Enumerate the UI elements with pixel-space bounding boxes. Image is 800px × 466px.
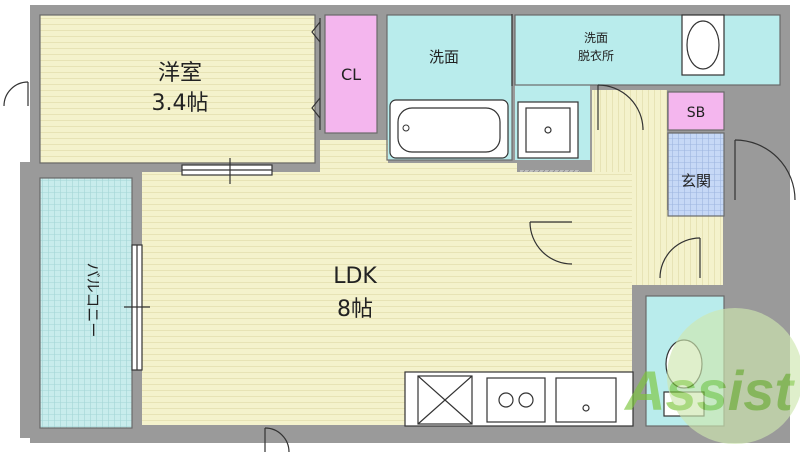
ldk-right-floor bbox=[512, 212, 592, 302]
closet-label: CL bbox=[341, 65, 361, 84]
dressing-label-line1: 洗面 bbox=[584, 31, 608, 45]
watermark-text: Assist bbox=[623, 359, 795, 422]
western-room-floor bbox=[40, 15, 315, 163]
doors bbox=[3, 81, 796, 453]
ldk-size: 8帖 bbox=[337, 297, 373, 322]
entrance-label: 玄関 bbox=[681, 172, 711, 190]
entrance-area bbox=[668, 133, 724, 216]
kitchen-counter bbox=[404, 371, 634, 427]
ldk-name: LDK bbox=[333, 264, 377, 289]
balcony-label: バルコニー bbox=[84, 263, 102, 338]
balcony-window bbox=[124, 244, 150, 371]
shoe-box-area bbox=[668, 92, 724, 130]
wash-basin-icon bbox=[681, 14, 725, 76]
ldk-notch-floor bbox=[377, 163, 517, 175]
bathtub-icon bbox=[389, 99, 509, 159]
assist-watermark: Assist bbox=[623, 308, 800, 444]
shoe-box-label: SB bbox=[687, 105, 706, 121]
western-room-size: 3.4帖 bbox=[152, 91, 209, 116]
dressing-area bbox=[515, 15, 780, 85]
balcony-area bbox=[40, 178, 132, 428]
closet-area bbox=[325, 15, 377, 133]
washing-machine-icon bbox=[517, 101, 579, 159]
closet-doors bbox=[311, 14, 513, 130]
sliding-door-western bbox=[181, 158, 273, 184]
western-room-name: 洋室 bbox=[158, 61, 202, 86]
washroom-label: 洗面 bbox=[429, 48, 459, 66]
dressing-label-line2: 脱衣所 bbox=[578, 48, 614, 63]
ldk-upper-floor bbox=[320, 140, 388, 175]
